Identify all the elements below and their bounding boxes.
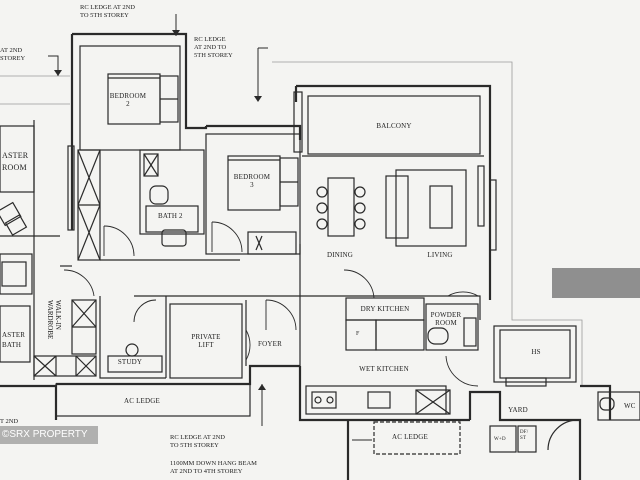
note-rc-ledge-bottom: RC LEDGE AT 2ND TO 5TH STOREY: [170, 434, 225, 449]
label-yard: YARD: [508, 406, 528, 414]
adjacent-unit-band: [552, 268, 640, 298]
note-bottom-left: T 2ND: [0, 418, 19, 425]
label-dry-kitchen: DRY KITCHEN: [360, 305, 410, 313]
label-wc: WC: [624, 402, 636, 410]
label-bath-2: BATH 2: [158, 212, 183, 220]
living-sofa: [385, 165, 485, 247]
label-study: STUDY: [117, 358, 143, 366]
master-bedroom-walls: [0, 120, 60, 380]
hs-room: [493, 325, 577, 387]
dining-table: [316, 177, 366, 237]
door-swings: [63, 221, 479, 387]
label-wd: W+D: [494, 437, 506, 442]
label-bedroom-2: BEDROOM 2: [109, 92, 147, 108]
internal-walls: [60, 244, 481, 379]
label-bedroom-3: BEDROOM 3: [233, 173, 271, 189]
label-powder-room: POWDER ROOM: [430, 311, 462, 327]
label-master-bath: ASTER BATH: [2, 331, 26, 349]
study-area: [107, 343, 163, 373]
wet-kitchen-counters: [305, 385, 451, 415]
note-rc-ledge-top-mid: RC LEDGE AT 2ND TO 5TH STOREY: [194, 36, 233, 59]
label-private-lift: PRIVATE LIFT: [191, 333, 221, 349]
callout-arrows: [48, 14, 372, 441]
bath-2-walls: [139, 149, 205, 247]
label-foyer: FOYER: [258, 340, 282, 348]
balcony-walls: [302, 95, 484, 157]
label-df: DF/ ST: [520, 430, 529, 441]
yard-fixtures: [489, 419, 579, 453]
outer-slab-outline: [0, 61, 583, 386]
label-hs: HS: [531, 348, 541, 356]
note-rc-ledge-far-left: AT 2ND STOREY: [0, 47, 26, 62]
private-lift-walls: [169, 303, 243, 379]
bedroom-3-walls: [205, 133, 301, 255]
ac-ledge-bottom: [55, 383, 251, 417]
label-master-bedroom: ASTER ROOM: [2, 151, 29, 172]
bedroom-2-walls: [79, 45, 181, 151]
ac-ledge-yard: [373, 421, 461, 455]
watermark: ©SRX PROPERTY: [0, 426, 98, 444]
note-down-hang-beam: 1100MM DOWN HANG BEAM AT 2ND TO 4TH STOR…: [170, 460, 257, 475]
label-fridge: F: [356, 331, 360, 337]
label-balcony: BALCONY: [376, 122, 412, 130]
windows: [67, 91, 497, 251]
note-rc-ledge-top-left: RC LEDGE AT 2ND TO 5TH STOREY: [80, 4, 135, 19]
label-walk-in-wardrobe: WALK-IN WARDROBE: [46, 300, 62, 340]
dry-kitchen-walls: [345, 297, 425, 351]
label-ac-ledge-yard: AC LEDGE: [391, 433, 429, 441]
label-wet-kitchen: WET KITCHEN: [359, 365, 409, 373]
label-dining: DINING: [326, 251, 354, 259]
label-living: LIVING: [427, 251, 453, 259]
powder-room-walls: [425, 303, 479, 351]
label-ac-ledge-bottom: AC LEDGE: [123, 397, 161, 405]
walk-in-wardrobe-cabinets: [33, 299, 97, 377]
wardrobe-bedroom-2: [77, 149, 101, 261]
arrow-heads: [54, 30, 266, 390]
wc-room: [597, 391, 640, 421]
